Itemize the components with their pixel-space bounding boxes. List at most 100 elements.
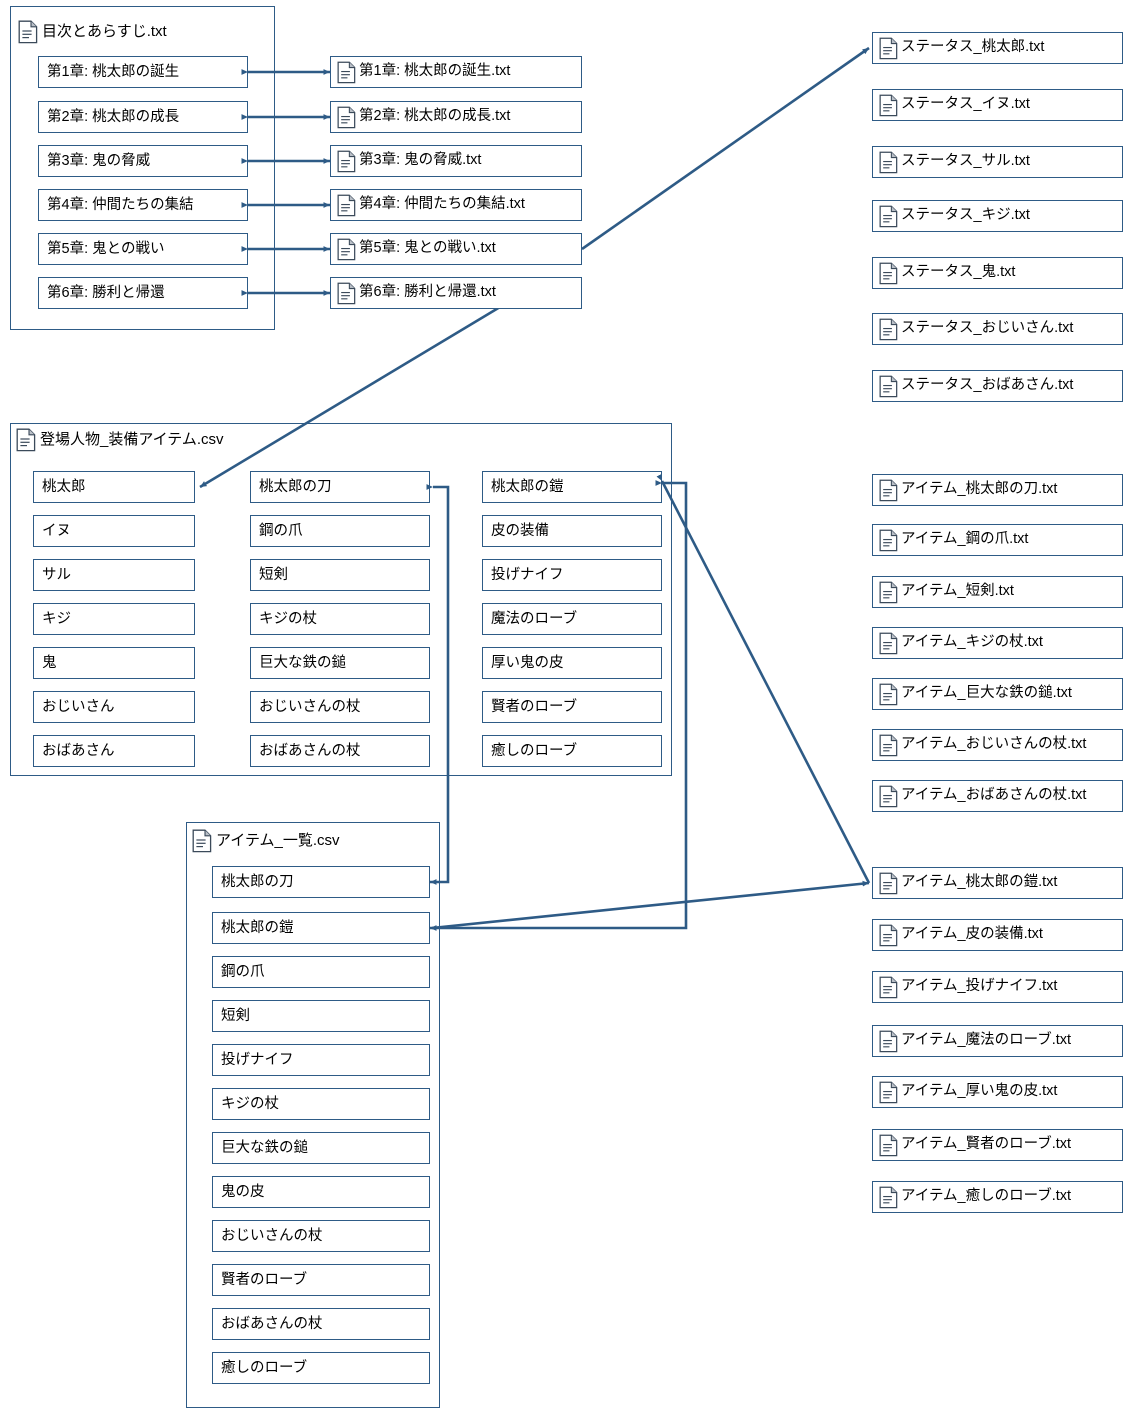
group-item-list-title-label: アイテム_一覧.csv (216, 832, 340, 849)
status-file[interactable]: ステータス_桃太郎.txt (872, 32, 1123, 64)
toc-chapter-item[interactable]: 第5章: 鬼との戦い (38, 233, 248, 265)
group-characters-equipment-title-label: 登場人物_装備アイテム.csv (40, 431, 224, 448)
item-list-item[interactable]: 桃太郎の刀 (212, 866, 430, 898)
character-item[interactable]: おじいさん (33, 691, 195, 723)
item-list-item[interactable]: 賢者のローブ (212, 1264, 430, 1296)
weapon-item[interactable]: 鋼の爪 (250, 515, 430, 547)
weapon-file[interactable]: アイテム_短剣.txt (872, 576, 1123, 608)
item-list-item[interactable]: 鋼の爪 (212, 956, 430, 988)
weapon-item[interactable]: 巨大な鉄の鎚 (250, 647, 430, 679)
character-label: おじいさん (42, 698, 115, 715)
status-file[interactable]: ステータス_イヌ.txt (872, 89, 1123, 121)
item-list-label: キジの杖 (221, 1095, 279, 1112)
armor-file[interactable]: アイテム_癒しのローブ.txt (872, 1181, 1123, 1213)
weapon-item[interactable]: おじいさんの杖 (250, 691, 430, 723)
weapon-file[interactable]: アイテム_おじいさんの杖.txt (872, 729, 1123, 761)
chapter-file-label: 第5章: 鬼との戦い.txt (359, 240, 496, 257)
item-list-item[interactable]: おじいさんの杖 (212, 1220, 430, 1252)
item-list-item[interactable]: 投げナイフ (212, 1044, 430, 1076)
itemlist-armor-to-file-connector (431, 880, 870, 930)
weapon-file[interactable]: アイテム_キジの杖.txt (872, 627, 1123, 659)
item-list-item[interactable]: 癒しのローブ (212, 1352, 430, 1384)
weapon-item[interactable]: おばあさんの杖 (250, 735, 430, 767)
armor-file[interactable]: アイテム_厚い鬼の皮.txt (872, 1076, 1123, 1108)
character-item[interactable]: 桃太郎 (33, 471, 195, 503)
item-list-label: 桃太郎の刀 (221, 873, 294, 890)
status-file[interactable]: ステータス_サル.txt (872, 146, 1123, 178)
armor-item[interactable]: 厚い鬼の皮 (482, 647, 662, 679)
document-icon (192, 829, 212, 853)
armor-item[interactable]: 魔法のローブ (482, 603, 662, 635)
status-file[interactable]: ステータス_キジ.txt (872, 200, 1123, 232)
status-file[interactable]: ステータス_おばあさん.txt (872, 370, 1123, 402)
toc-chapter-item[interactable]: 第1章: 桃太郎の誕生 (38, 56, 248, 88)
chapter-file-label: 第1章: 桃太郎の誕生.txt (359, 63, 511, 80)
chapter-file[interactable]: 第2章: 桃太郎の成長.txt (330, 101, 582, 133)
item-list-label: 短剣 (221, 1007, 250, 1024)
document-icon (879, 872, 898, 894)
item-list-item[interactable]: 巨大な鉄の鎚 (212, 1132, 430, 1164)
weapon-file-label: アイテム_おじいさんの杖.txt (901, 736, 1087, 753)
weapon-file[interactable]: アイテム_おばあさんの杖.txt (872, 780, 1123, 812)
toc-chapter-label: 第4章: 仲間たちの集結 (47, 196, 194, 213)
armor-file-label: アイテム_投げナイフ.txt (901, 978, 1058, 995)
status-file[interactable]: ステータス_鬼.txt (872, 257, 1123, 289)
weapon-file-label: アイテム_おばあさんの杖.txt (901, 787, 1087, 804)
document-icon (18, 20, 38, 44)
document-icon (879, 924, 898, 946)
weapon-item[interactable]: キジの杖 (250, 603, 430, 635)
armor-file[interactable]: アイテム_賢者のローブ.txt (872, 1129, 1123, 1161)
document-icon (879, 734, 898, 756)
chapter-file[interactable]: 第5章: 鬼との戦い.txt (330, 233, 582, 265)
weapon-label: おじいさんの杖 (259, 698, 361, 715)
chapter-file[interactable]: 第1章: 桃太郎の誕生.txt (330, 56, 582, 88)
armor-item[interactable]: 皮の装備 (482, 515, 662, 547)
weapon-label: 巨大な鉄の鎚 (259, 654, 346, 671)
item-list-item[interactable]: 短剣 (212, 1000, 430, 1032)
armor-label: 魔法のローブ (491, 610, 578, 627)
status-file[interactable]: ステータス_おじいさん.txt (872, 313, 1123, 345)
armor-item[interactable]: 癒しのローブ (482, 735, 662, 767)
weapon-item[interactable]: 短剣 (250, 559, 430, 591)
weapon-file[interactable]: アイテム_巨大な鉄の鎚.txt (872, 678, 1123, 710)
item-list-item[interactable]: キジの杖 (212, 1088, 430, 1120)
toc-chapter-item[interactable]: 第4章: 仲間たちの集結 (38, 189, 248, 221)
armor-item[interactable]: 桃太郎の鎧 (482, 471, 662, 503)
character-item[interactable]: サル (33, 559, 195, 591)
document-icon (879, 1030, 898, 1052)
weapon-file[interactable]: アイテム_桃太郎の刀.txt (872, 474, 1123, 506)
character-item[interactable]: 鬼 (33, 647, 195, 679)
item-list-label: 桃太郎の鎧 (221, 919, 294, 936)
armor-file[interactable]: アイテム_桃太郎の鎧.txt (872, 867, 1123, 899)
status-file-label: ステータス_おばあさん.txt (901, 377, 1074, 394)
armor-file[interactable]: アイテム_投げナイフ.txt (872, 971, 1123, 1003)
weapon-item[interactable]: 桃太郎の刀 (250, 471, 430, 503)
toc-chapter-item[interactable]: 第6章: 勝利と帰還 (38, 277, 248, 309)
character-item[interactable]: おばあさん (33, 735, 195, 767)
document-icon (879, 1186, 898, 1208)
toc-chapter-item[interactable]: 第2章: 桃太郎の成長 (38, 101, 248, 133)
armor-file-label: アイテム_皮の装備.txt (901, 926, 1043, 943)
document-icon (879, 205, 898, 227)
chapter-file[interactable]: 第6章: 勝利と帰還.txt (330, 277, 582, 309)
document-icon (337, 61, 356, 83)
toc-chapter-item[interactable]: 第3章: 鬼の脅威 (38, 145, 248, 177)
armor-file[interactable]: アイテム_魔法のローブ.txt (872, 1025, 1123, 1057)
chapter-file[interactable]: 第3章: 鬼の脅威.txt (330, 145, 582, 177)
character-item[interactable]: イヌ (33, 515, 195, 547)
character-item[interactable]: キジ (33, 603, 195, 635)
document-icon (879, 785, 898, 807)
chapter-file[interactable]: 第4章: 仲間たちの集結.txt (330, 189, 582, 221)
document-icon (879, 94, 898, 116)
item-list-item[interactable]: おばあさんの杖 (212, 1308, 430, 1340)
armor-item[interactable]: 投げナイフ (482, 559, 662, 591)
armor-item[interactable]: 賢者のローブ (482, 691, 662, 723)
weapon-file[interactable]: アイテム_鋼の爪.txt (872, 524, 1123, 556)
weapon-label: 短剣 (259, 566, 288, 583)
item-list-label: 巨大な鉄の鎚 (221, 1139, 308, 1156)
weapon-label: おばあさんの杖 (259, 742, 361, 759)
armor-file[interactable]: アイテム_皮の装備.txt (872, 919, 1123, 951)
item-list-item[interactable]: 桃太郎の鎧 (212, 912, 430, 944)
armor-label: 皮の装備 (491, 522, 549, 539)
item-list-item[interactable]: 鬼の皮 (212, 1176, 430, 1208)
